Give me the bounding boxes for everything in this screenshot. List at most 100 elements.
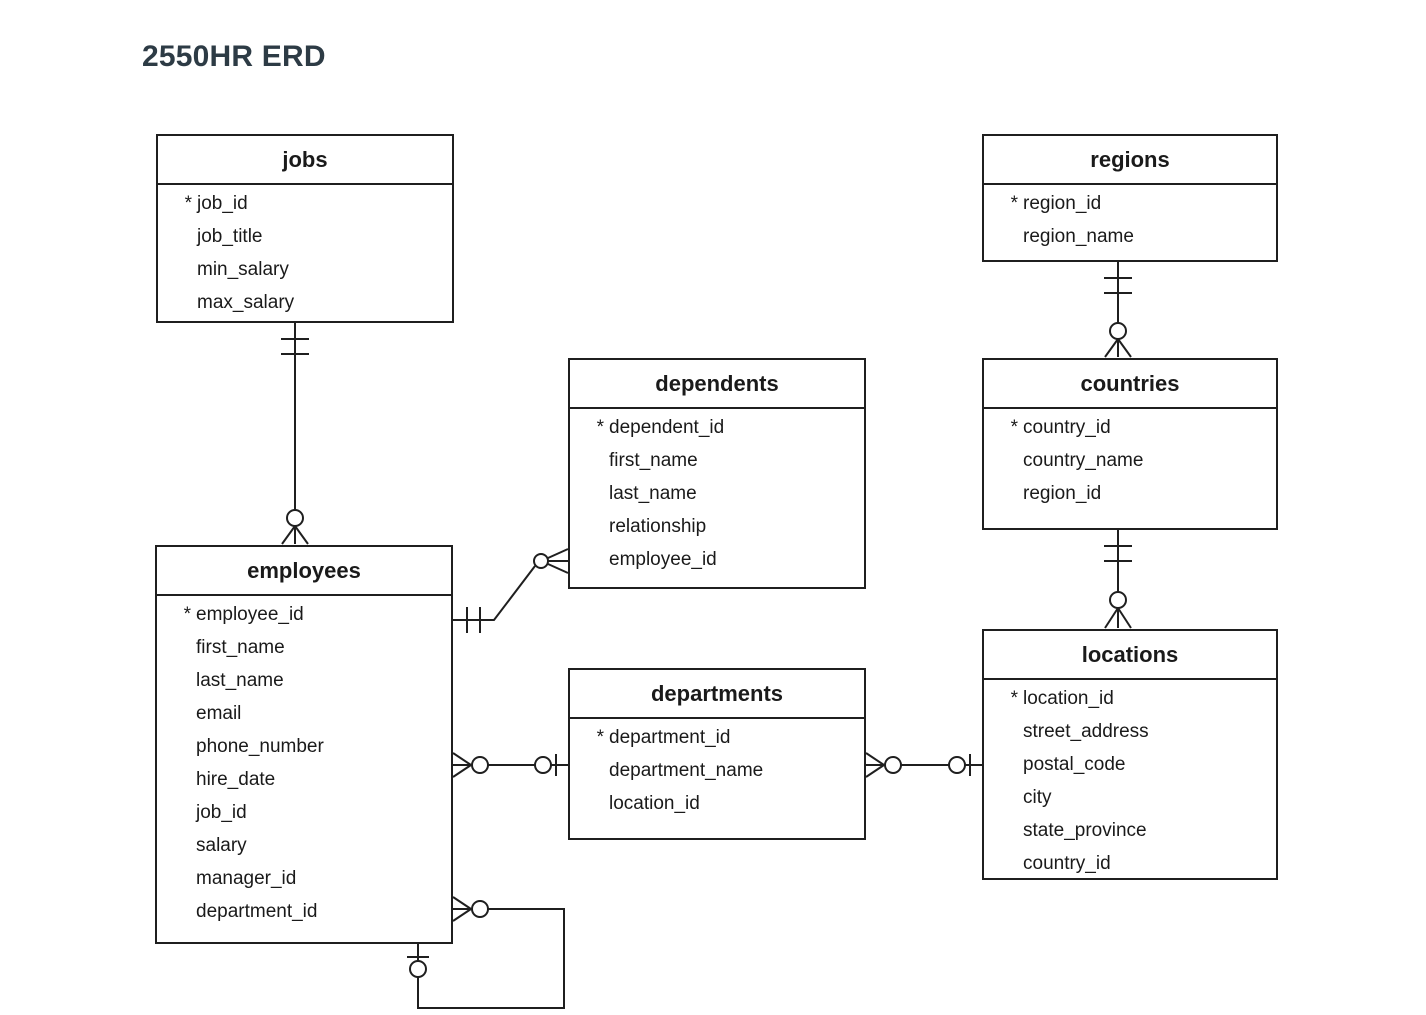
field-name: dependent_id <box>609 417 725 438</box>
field-row: country_name <box>984 444 1276 477</box>
cardinality-one-and-only-one-icon <box>1104 545 1132 562</box>
field-name: job_id <box>196 802 247 823</box>
field-row: department_id <box>157 895 451 928</box>
field-name: last_name <box>196 670 284 691</box>
field-row: *country_id <box>984 411 1276 444</box>
pk-marker <box>157 763 191 796</box>
table-employees: employees *employee_id first_name last_n… <box>155 545 453 944</box>
field-name: country_id <box>1023 853 1111 874</box>
pk-marker: * <box>1010 193 1018 214</box>
cardinality-one-and-only-one-icon <box>466 607 481 633</box>
pk-marker: * <box>183 604 191 625</box>
field-row: location_id <box>570 787 864 820</box>
field-row: region_name <box>984 220 1276 253</box>
pk-marker <box>984 715 1018 748</box>
field-row: country_id <box>984 847 1276 880</box>
field-row: *employee_id <box>157 598 451 631</box>
table-jobs-fields: *job_id job_title min_salary max_salary <box>158 185 452 319</box>
field-row: *department_id <box>570 721 864 754</box>
field-name: first_name <box>196 637 285 658</box>
field-row: salary <box>157 829 451 862</box>
cardinality-one-and-only-one-icon <box>281 338 309 355</box>
table-dependents-header: dependents <box>570 360 864 409</box>
pk-marker: * <box>184 193 192 214</box>
field-row: last_name <box>157 664 451 697</box>
cardinality-zero-or-many-icon <box>452 896 489 922</box>
field-name: country_id <box>1023 417 1111 438</box>
table-countries: countries *country_id country_name regio… <box>982 358 1278 530</box>
field-name: location_id <box>609 793 700 814</box>
pk-marker <box>157 862 191 895</box>
pk-marker: * <box>1010 688 1018 709</box>
field-name: min_salary <box>197 259 289 280</box>
pk-marker <box>570 444 604 477</box>
pk-marker <box>984 748 1018 781</box>
field-row: min_salary <box>158 253 452 286</box>
connector-jobs-employees <box>281 323 309 545</box>
table-dependents-fields: *dependent_id first_name last_name relat… <box>570 409 864 576</box>
pk-marker <box>158 220 192 253</box>
field-name: department_id <box>609 727 731 748</box>
pk-marker: * <box>1010 417 1018 438</box>
field-row: email <box>157 697 451 730</box>
field-row: job_id <box>157 796 451 829</box>
table-locations: locations *location_id street_address po… <box>982 629 1278 880</box>
field-name: hire_date <box>196 769 276 790</box>
field-row: *location_id <box>984 682 1276 715</box>
field-name: region_id <box>1023 193 1102 214</box>
field-name: state_province <box>1023 820 1147 841</box>
table-employees-header: employees <box>157 547 451 596</box>
field-row: city <box>984 781 1276 814</box>
pk-marker <box>158 253 192 286</box>
field-name: relationship <box>609 516 707 537</box>
field-row: hire_date <box>157 763 451 796</box>
field-row: last_name <box>570 477 864 510</box>
pk-marker <box>157 829 191 862</box>
pk-marker <box>984 781 1018 814</box>
field-name: department_name <box>609 760 764 781</box>
connector-employees-self <box>407 896 565 1009</box>
field-name: employee_id <box>196 604 304 625</box>
field-name: max_salary <box>197 292 295 313</box>
pk-marker <box>157 730 191 763</box>
cardinality-zero-or-many-icon <box>452 752 489 778</box>
field-name: country_name <box>1023 450 1144 471</box>
field-name: job_id <box>197 193 248 214</box>
field-name: region_id <box>1023 483 1102 504</box>
pk-marker <box>570 543 604 576</box>
table-jobs: jobs *job_id job_title min_salary max_sa… <box>156 134 454 323</box>
pk-marker <box>984 444 1018 477</box>
connector-employees-departments <box>452 752 568 778</box>
field-row: first_name <box>157 631 451 664</box>
cardinality-zero-or-one-icon <box>948 754 971 776</box>
table-dependents: dependents *dependent_id first_name last… <box>568 358 866 589</box>
table-locations-fields: *location_id street_address postal_code … <box>984 680 1276 880</box>
field-row: employee_id <box>570 543 864 576</box>
cardinality-zero-or-one-icon <box>407 956 429 978</box>
field-name: street_address <box>1023 721 1149 742</box>
table-regions: regions *region_id region_name <box>982 134 1278 262</box>
table-departments-fields: *department_id department_name location_… <box>570 719 864 820</box>
field-row: relationship <box>570 510 864 543</box>
field-name: phone_number <box>196 736 324 757</box>
field-name: first_name <box>609 450 698 471</box>
field-name: manager_id <box>196 868 297 889</box>
pk-marker: * <box>596 417 604 438</box>
pk-marker <box>158 286 192 319</box>
table-jobs-header: jobs <box>158 136 452 185</box>
pk-marker <box>157 895 191 928</box>
field-name: city <box>1023 787 1052 808</box>
field-name: job_title <box>197 226 263 247</box>
field-row: *dependent_id <box>570 411 864 444</box>
pk-marker <box>570 477 604 510</box>
field-name: location_id <box>1023 688 1114 709</box>
table-employees-fields: *employee_id first_name last_name email … <box>157 596 451 928</box>
field-row: manager_id <box>157 862 451 895</box>
pk-marker <box>157 796 191 829</box>
field-name: postal_code <box>1023 754 1126 775</box>
pk-marker <box>157 631 191 664</box>
field-row: department_name <box>570 754 864 787</box>
table-regions-header: regions <box>984 136 1276 185</box>
field-row: job_title <box>158 220 452 253</box>
